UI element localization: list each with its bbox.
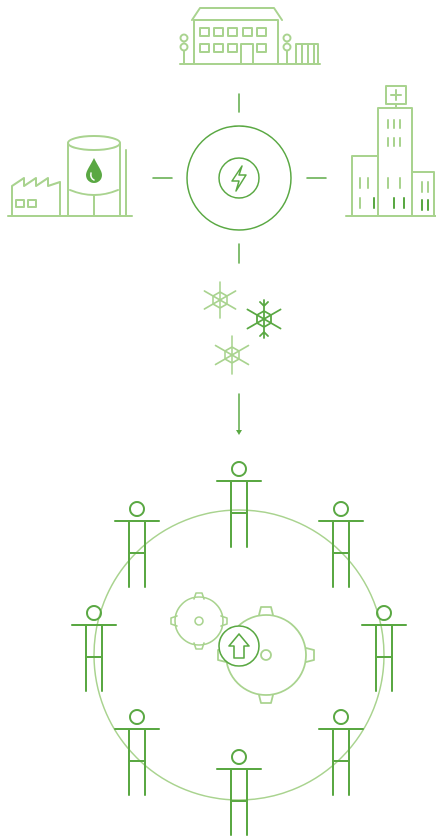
connector-lines <box>152 93 327 264</box>
person-icon <box>216 749 262 836</box>
person-icon <box>71 605 117 692</box>
person-icon <box>361 605 407 692</box>
oil-drop-icon <box>86 158 102 183</box>
up-arrow-icon <box>228 633 250 659</box>
power-hub-ring <box>186 125 292 231</box>
snowflake-icon-light-1 <box>203 281 237 319</box>
factory-oil-tank-icon <box>7 135 133 217</box>
person-icon <box>318 709 364 796</box>
power-hub-inner <box>218 157 260 199</box>
lightning-power-icon <box>231 165 247 192</box>
people-group <box>71 461 407 836</box>
person-icon <box>318 501 364 588</box>
person-icon <box>216 461 262 548</box>
gears-icon <box>170 592 315 704</box>
gear-hub <box>218 625 260 667</box>
snowflake-icon-light-2 <box>214 335 250 375</box>
down-arrow-head <box>236 430 242 435</box>
hospital-windows-dark <box>373 197 429 211</box>
person-icon <box>114 501 160 588</box>
snowflake-icon-dark <box>246 299 282 339</box>
person-icon <box>114 709 160 796</box>
gear-small <box>170 592 228 650</box>
oil-drop-highlight <box>90 172 95 181</box>
hospital-building-icon <box>345 85 436 217</box>
school-building-icon <box>179 7 321 65</box>
